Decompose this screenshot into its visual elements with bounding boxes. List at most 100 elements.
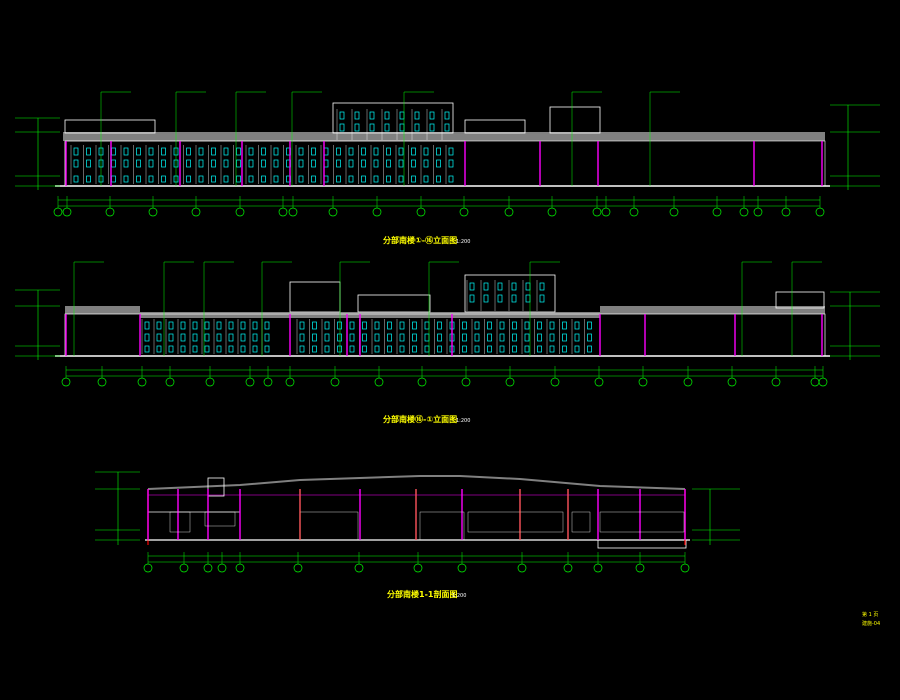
window [312,333,317,342]
axis-bubble [517,563,527,573]
window [512,321,517,330]
axis-bubble [505,377,515,387]
axis-bubble [638,377,648,387]
window [198,175,204,183]
window [204,345,210,353]
window [487,333,492,342]
window [462,333,467,342]
window [574,345,580,353]
window [411,147,416,156]
window [273,147,279,156]
roof-room [464,274,556,313]
window [248,159,254,168]
window [168,321,174,330]
window [156,321,162,330]
room-outline [204,511,236,527]
roof-profile [147,475,686,490]
axis-bubble [635,563,645,573]
axis-group [53,196,825,217]
window [273,175,279,183]
window [312,345,317,353]
axis-bubble [416,207,426,217]
window [511,282,517,291]
window [156,333,162,342]
window [512,333,517,342]
window [180,333,186,342]
window [273,159,279,168]
window [525,282,531,291]
window [374,321,380,330]
window [248,147,254,156]
facade-outline [64,313,826,357]
window [487,321,492,330]
window [362,321,367,330]
axis-bubble [461,377,471,387]
window [148,159,154,168]
axis-bubble [818,377,828,387]
window [414,123,420,132]
window [148,147,154,156]
window [298,147,304,156]
window [444,123,450,132]
window [549,333,555,342]
axis-bubble [753,207,763,217]
window [562,321,567,330]
window [374,333,380,342]
level-marks-left [95,471,140,545]
window [211,175,216,183]
window [462,345,467,353]
roof-band [65,306,140,314]
section-title: 分部南楼1-1剖面图 [387,589,457,599]
axis-bubble [62,207,72,217]
window [436,159,441,168]
window [436,147,441,156]
window [123,147,129,156]
axis-bubble [592,207,602,217]
window [399,333,405,342]
window [324,333,330,342]
window [398,147,404,156]
axis-bubble [771,377,781,387]
elevation-b-scale: 1:200 [456,418,470,424]
window [444,111,450,120]
window [216,321,222,330]
window [587,321,592,330]
window [123,159,129,168]
level-marks-left [15,117,60,190]
level-marks-left [15,289,60,360]
window [180,345,186,353]
window [192,321,198,330]
window [161,159,166,168]
window [562,333,567,342]
window [136,175,141,183]
window [348,175,354,183]
axis-bubble [61,377,71,387]
axis-bubble [372,207,382,217]
axis-bubble [629,207,639,217]
window [264,345,270,353]
window [204,333,210,342]
window [324,321,330,330]
window [264,321,270,330]
window [223,175,229,183]
axis-bubble [739,207,749,217]
axis-group [61,366,828,387]
window [298,175,304,183]
axis-bubble [137,377,147,387]
window [198,159,204,168]
window [411,175,416,183]
window [483,282,489,291]
window [240,333,246,342]
window [399,123,405,132]
window [448,175,454,183]
axis-bubble [278,207,288,217]
window [240,321,246,330]
window [429,123,435,132]
window [469,294,475,303]
axis-bubble [413,563,423,573]
window [192,345,198,353]
window [336,147,341,156]
window [337,333,342,342]
window [311,159,316,168]
window [299,333,305,342]
